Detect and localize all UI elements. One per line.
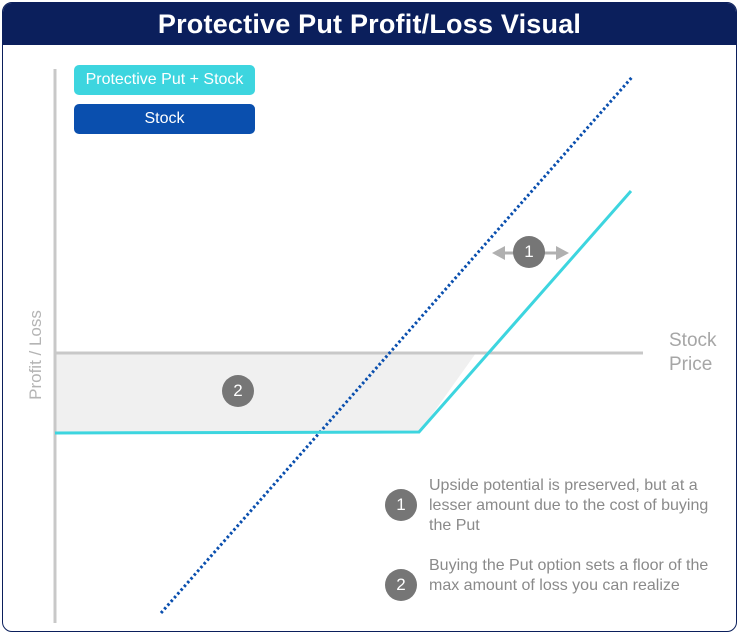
payoff-chart bbox=[53, 69, 643, 623]
x-axis-label-line2: Price bbox=[669, 354, 713, 375]
note-2-badge: 2 bbox=[385, 569, 417, 601]
diagram-frame: Protective Put Profit/Loss Visual Protec… bbox=[2, 2, 737, 632]
note-1-badge: 1 bbox=[385, 489, 417, 521]
note-1-text: Upside potential is preserved, but at a … bbox=[429, 477, 709, 534]
x-axis-label: Stock Price bbox=[669, 329, 717, 377]
loss-floor-region bbox=[55, 353, 476, 433]
legend-stock: Stock bbox=[74, 104, 255, 134]
note-1: 1 Upside potential is preserved, but at … bbox=[385, 476, 725, 536]
marker-1-badge: 1 bbox=[513, 236, 545, 268]
note-2: 2 Buying the Put option sets a floor of … bbox=[385, 556, 725, 601]
marker-2-badge: 2 bbox=[222, 375, 254, 407]
stock-line bbox=[159, 75, 635, 614]
legend-protective-put-stock: Protective Put + Stock bbox=[74, 65, 255, 95]
note-2-text: Buying the Put option sets a floor of th… bbox=[429, 557, 709, 594]
y-axis-label: Profit / Loss bbox=[26, 310, 45, 400]
protective-put-line bbox=[54, 190, 633, 435]
page-title: Protective Put Profit/Loss Visual bbox=[3, 3, 736, 45]
x-axis-label-line1: Stock bbox=[669, 330, 717, 351]
